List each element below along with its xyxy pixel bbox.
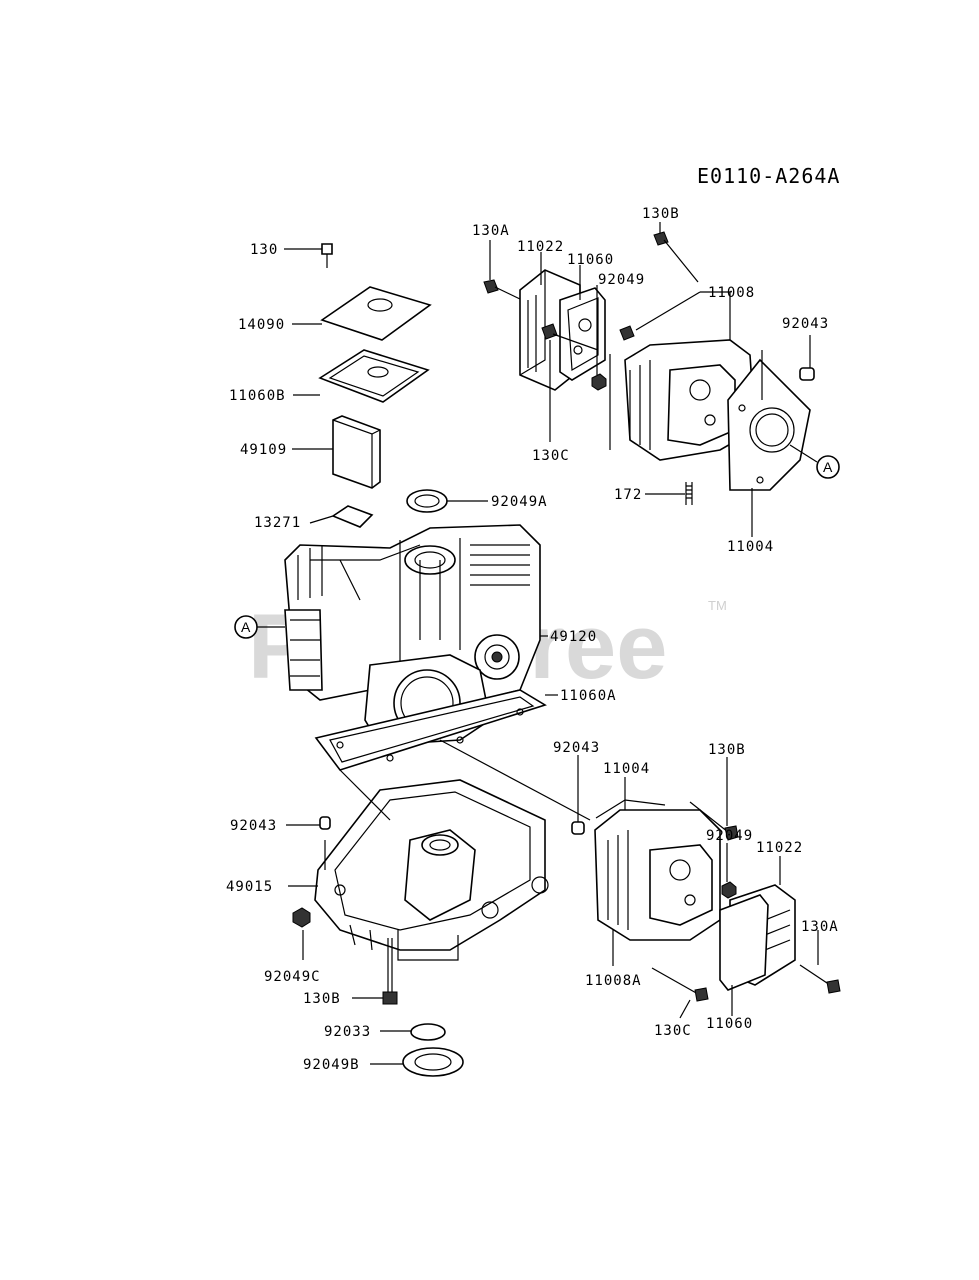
part-130A-bolt-mid[interactable] [799,964,841,994]
part-130C-bolt-top[interactable] [541,323,599,351]
part-92049A-seal[interactable] [406,489,448,513]
part-130-screw[interactable] [321,243,333,268]
label-92043-left: 92043 [230,818,277,834]
part-14090-cover[interactable] [320,286,432,341]
label-11008A: 11008A [585,973,642,989]
label-49109: 49109 [240,442,287,458]
label-14090: 14090 [238,317,285,333]
part-92043-dowel-mid[interactable] [571,821,585,835]
label-11004-mid: 11004 [603,761,650,777]
part-11060A-gasket[interactable] [314,689,547,771]
part-92049B-seal[interactable] [402,1047,464,1077]
part-11060-gasket-bottom[interactable] [719,894,769,991]
part-130B-bolt-top[interactable] [653,231,699,283]
label-172: 172 [614,487,642,503]
label-92043-mid: 92043 [553,740,600,756]
label-130A-mid: 130A [801,919,839,935]
part-11060B-gasket[interactable] [318,349,430,403]
label-11008: 11008 [708,285,755,301]
watermark-trademark: TM [708,598,727,613]
part-92033-oring[interactable] [410,1023,446,1041]
label-130A-top: 130A [472,223,510,239]
label-11022-mid: 11022 [756,840,803,856]
label-130B-bottom: 130B [303,991,341,1007]
label-11060-top: 11060 [567,252,614,268]
label-92049-top: 92049 [598,272,645,288]
label-92033: 92033 [324,1024,371,1040]
label-92049A: 92049A [491,494,548,510]
svg-text:A: A [823,459,833,475]
part-92049-seal-mid[interactable] [721,881,737,899]
part-92049-seal-top[interactable] [591,373,607,391]
part-130B-bolt-mid[interactable] [689,801,739,841]
ref-marker-a-left: A [234,615,285,639]
label-130C-bottom: 130C [654,1023,692,1039]
part-92043-dowel-top[interactable] [799,367,815,381]
label-130: 130 [250,242,278,258]
label-11022-top: 11022 [517,239,564,255]
label-49120: 49120 [550,629,597,645]
label-13271: 13271 [254,515,301,531]
label-11060B: 11060B [229,388,286,404]
part-11008-head-top[interactable] [619,325,756,461]
part-130A-bolt-top[interactable] [483,279,523,301]
part-92043-dowel-left[interactable] [319,816,331,830]
label-130B-mid: 130B [708,742,746,758]
diagram-code: E0110-A264A [697,164,840,188]
label-49015: 49015 [226,879,273,895]
label-11004-top: 11004 [727,539,774,555]
label-92043-top: 92043 [782,316,829,332]
label-11060A: 11060A [560,688,617,704]
part-11008A-head-mid[interactable] [594,809,721,941]
part-11004-gasket-top[interactable] [727,358,811,491]
part-130B-bolt-bottom[interactable] [382,938,398,1005]
leader-lines [284,222,819,1065]
label-11060-bottom: 11060 [706,1016,753,1032]
part-49109-filter[interactable] [332,415,381,489]
label-92049C: 92049C [264,969,321,985]
part-92049C-seal[interactable] [292,907,311,928]
part-49015-case-cover[interactable] [314,779,549,961]
label-130C-top: 130C [532,448,570,464]
label-92049-mid: 92049 [706,828,753,844]
part-172-stud[interactable] [685,482,693,505]
part-130C-bolt-bottom[interactable] [651,967,709,1002]
part-11060-gasket-top[interactable] [559,287,606,381]
label-92049B: 92049B [303,1057,360,1073]
ref-marker-a-right: A [789,444,840,479]
label-130B-top: 130B [642,206,680,222]
svg-text:A: A [241,619,251,635]
part-13271-plate[interactable] [331,505,374,528]
